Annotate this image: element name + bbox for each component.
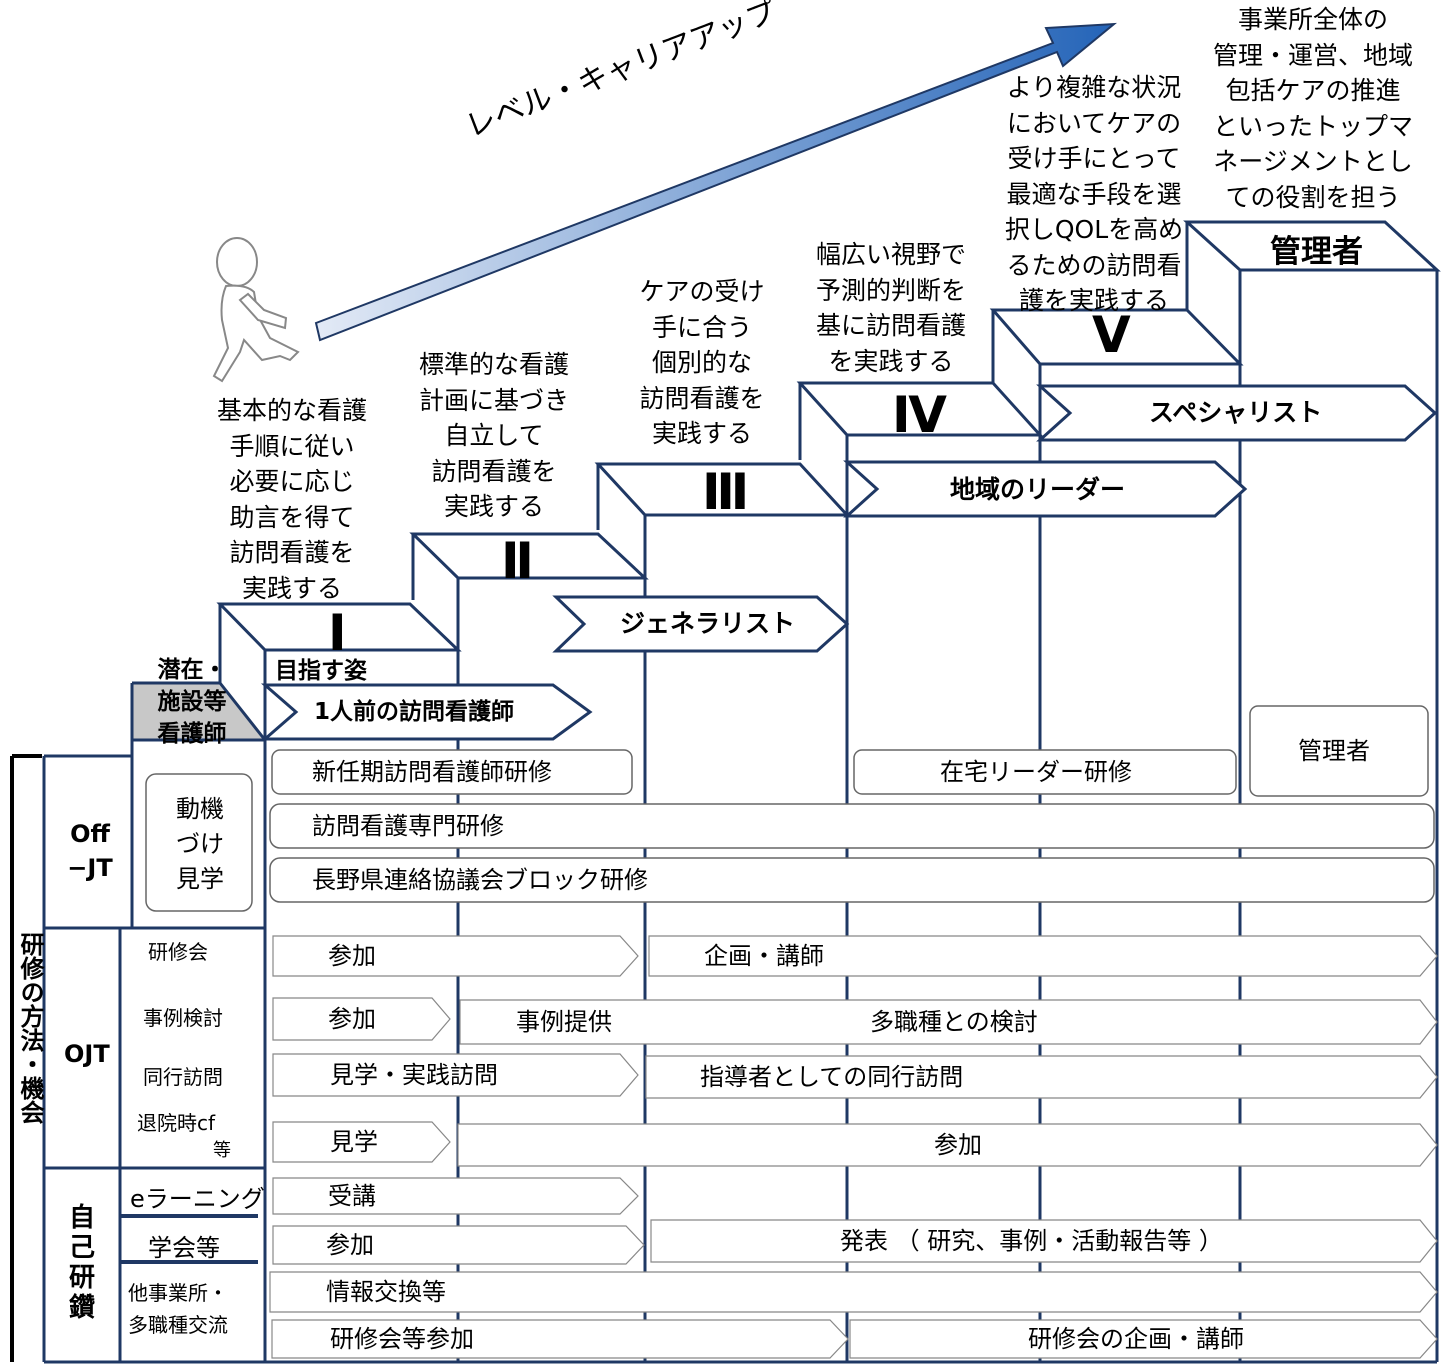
- goal-arrow-ichininmae: [260, 683, 593, 741]
- self-academic-early-arrow: [272, 1225, 645, 1265]
- level-4-numeral: Ⅳ: [892, 386, 947, 444]
- step-5: [989, 308, 1244, 366]
- category-ojt: OJT: [64, 1040, 110, 1068]
- manager-title: 管理者: [1270, 234, 1363, 270]
- category-off-jt: Off −JT: [67, 820, 113, 882]
- self-academic-early-label: 参加: [326, 1231, 374, 1259]
- self-elearning-name: eラーニング: [130, 1185, 265, 1213]
- latent-nurse-label: 潜在・ 施設等 看護師: [157, 657, 227, 748]
- goal-arrow-specialist: [1036, 384, 1438, 442]
- self-elearning-arrow: [272, 1177, 639, 1215]
- ojt-case-early-arrow: [272, 997, 451, 1041]
- ojt-case-name: 事例検討: [143, 1006, 223, 1030]
- ojt-training-name: 研修会: [148, 940, 208, 964]
- category-self-study: 自己 研鑽: [68, 1203, 95, 1323]
- home-leader-training-label: 在宅リーダー研修: [940, 758, 1132, 786]
- manager-training-box: [1249, 705, 1429, 797]
- self-exchange-late-label: 研修会の企画・講師: [1028, 1325, 1244, 1353]
- ojt-discharge-name: 退院時cf: [137, 1111, 216, 1135]
- level-1-description: 基本的な看護 手順に従い 必要に応じ 助言を得て 訪問看護を 実践する: [216, 396, 367, 603]
- ojt-visit-late-label: 指導者としての同行訪問: [700, 1063, 964, 1091]
- ojt-discharge-suffix: 等: [213, 1140, 231, 1161]
- level-1-numeral: Ⅰ: [328, 604, 347, 662]
- self-academic-late-arrow: [650, 1219, 1438, 1263]
- latent-nurse-wedge: [132, 683, 265, 740]
- goal-arrow-regional-leader: [843, 460, 1248, 518]
- ojt-discharge-late-label: 参加: [934, 1131, 982, 1159]
- manager-training-label: 管理者: [1298, 737, 1370, 765]
- goal-arrow-generalist: [552, 595, 850, 653]
- ojt-training-early-arrow: [272, 935, 639, 977]
- self-exchange-info-arrow: [269, 1271, 1438, 1313]
- step-manager: [1183, 220, 1441, 272]
- new-staff-training-label: 新任期訪問看護師研修: [312, 758, 552, 786]
- self-exchange-name-2: 多職種交流: [128, 1313, 228, 1337]
- ojt-case-early-label: 参加: [328, 1005, 376, 1033]
- goal-specialist-label: スペシャリスト: [1149, 398, 1323, 427]
- level-4-description: 幅広い視野で 予測的判断を 基に訪問看護 を実践する: [815, 240, 966, 376]
- step-4: [796, 381, 1044, 437]
- self-elearning-early-label: 受講: [328, 1182, 376, 1210]
- ojt-visit-late-arrow: [645, 1055, 1438, 1099]
- level-3-numeral: Ⅲ: [702, 463, 749, 521]
- career-up-arrow: [314, 22, 1118, 342]
- ojt-case-late-arrow: [459, 999, 1438, 1045]
- home-leader-training-box: [853, 749, 1237, 795]
- goal-generalist-label: ジェネラリスト: [620, 609, 796, 638]
- ojt-discharge-early-label: 見学: [330, 1128, 378, 1156]
- self-exchange-early-arrow: [271, 1319, 849, 1359]
- block-training-label: 長野県連絡協議会ブロック研修: [312, 866, 648, 894]
- level-2-description: 標準的な看護 計画に基づき 自立して 訪問看護を 実践する: [418, 350, 569, 521]
- ojt-training-late-arrow: [648, 935, 1438, 977]
- motivation-label: 動機 づけ 見学: [176, 795, 224, 893]
- self-exchange-name-1: 他事業所・: [128, 1281, 228, 1305]
- goal-ichininmae-label: 1人前の訪問看護師: [314, 699, 515, 725]
- level-5-description: より複雑な状況 においてケアの 受け手にとって 最適な手段を選 択しQOLを高め…: [1004, 73, 1184, 315]
- ojt-case-middle-label: 事例提供: [516, 1008, 612, 1036]
- ojt-discharge-late-arrow: [457, 1123, 1438, 1167]
- step-1: [216, 602, 462, 652]
- walking-person-icon: [212, 237, 300, 383]
- self-exchange-late-arrow: [849, 1319, 1438, 1359]
- self-exchange-info-label: 情報交換等: [326, 1278, 446, 1306]
- self-academic-name: 学会等: [148, 1234, 220, 1262]
- level-5-numeral: Ⅴ: [1092, 306, 1131, 364]
- specialist-training-label: 訪問看護専門研修: [312, 812, 504, 840]
- goal-label: 目指す姿: [275, 658, 367, 684]
- step-2: [409, 532, 649, 580]
- ojt-case-late-label: 多職種との検討: [870, 1008, 1038, 1036]
- motivation-box: [145, 773, 253, 912]
- self-exchange-early-label: 研修会等参加: [330, 1325, 474, 1353]
- ojt-visit-name: 同行訪問: [143, 1065, 223, 1089]
- specialist-training-box: [269, 803, 1435, 849]
- manager-description: 事業所全体の 管理・運営、地域 包括ケアの推進 といったトップマ ネージメントと…: [1212, 5, 1413, 212]
- self-academic-late-label: 発表 （ 研究、事例・活動報告等 ）: [840, 1227, 1223, 1255]
- ojt-training-early-label: 参加: [328, 942, 376, 970]
- ojt-discharge-early-arrow: [272, 1121, 451, 1163]
- side-title: 研修の方法・機会: [16, 932, 44, 1124]
- level-2-numeral: Ⅱ: [501, 532, 534, 590]
- level-3-description: ケアの受け 手に合う 個別的な 訪問看護を 実践する: [639, 277, 765, 448]
- new-staff-training-box: [271, 749, 633, 795]
- ojt-visit-early-arrow: [272, 1053, 639, 1097]
- goal-regional-leader-label: 地域のリーダー: [950, 475, 1126, 504]
- ojt-visit-early-label: 見学・実践訪問: [330, 1061, 498, 1089]
- block-training-box: [269, 857, 1435, 903]
- ojt-training-late-label: 企画・講師: [704, 942, 824, 970]
